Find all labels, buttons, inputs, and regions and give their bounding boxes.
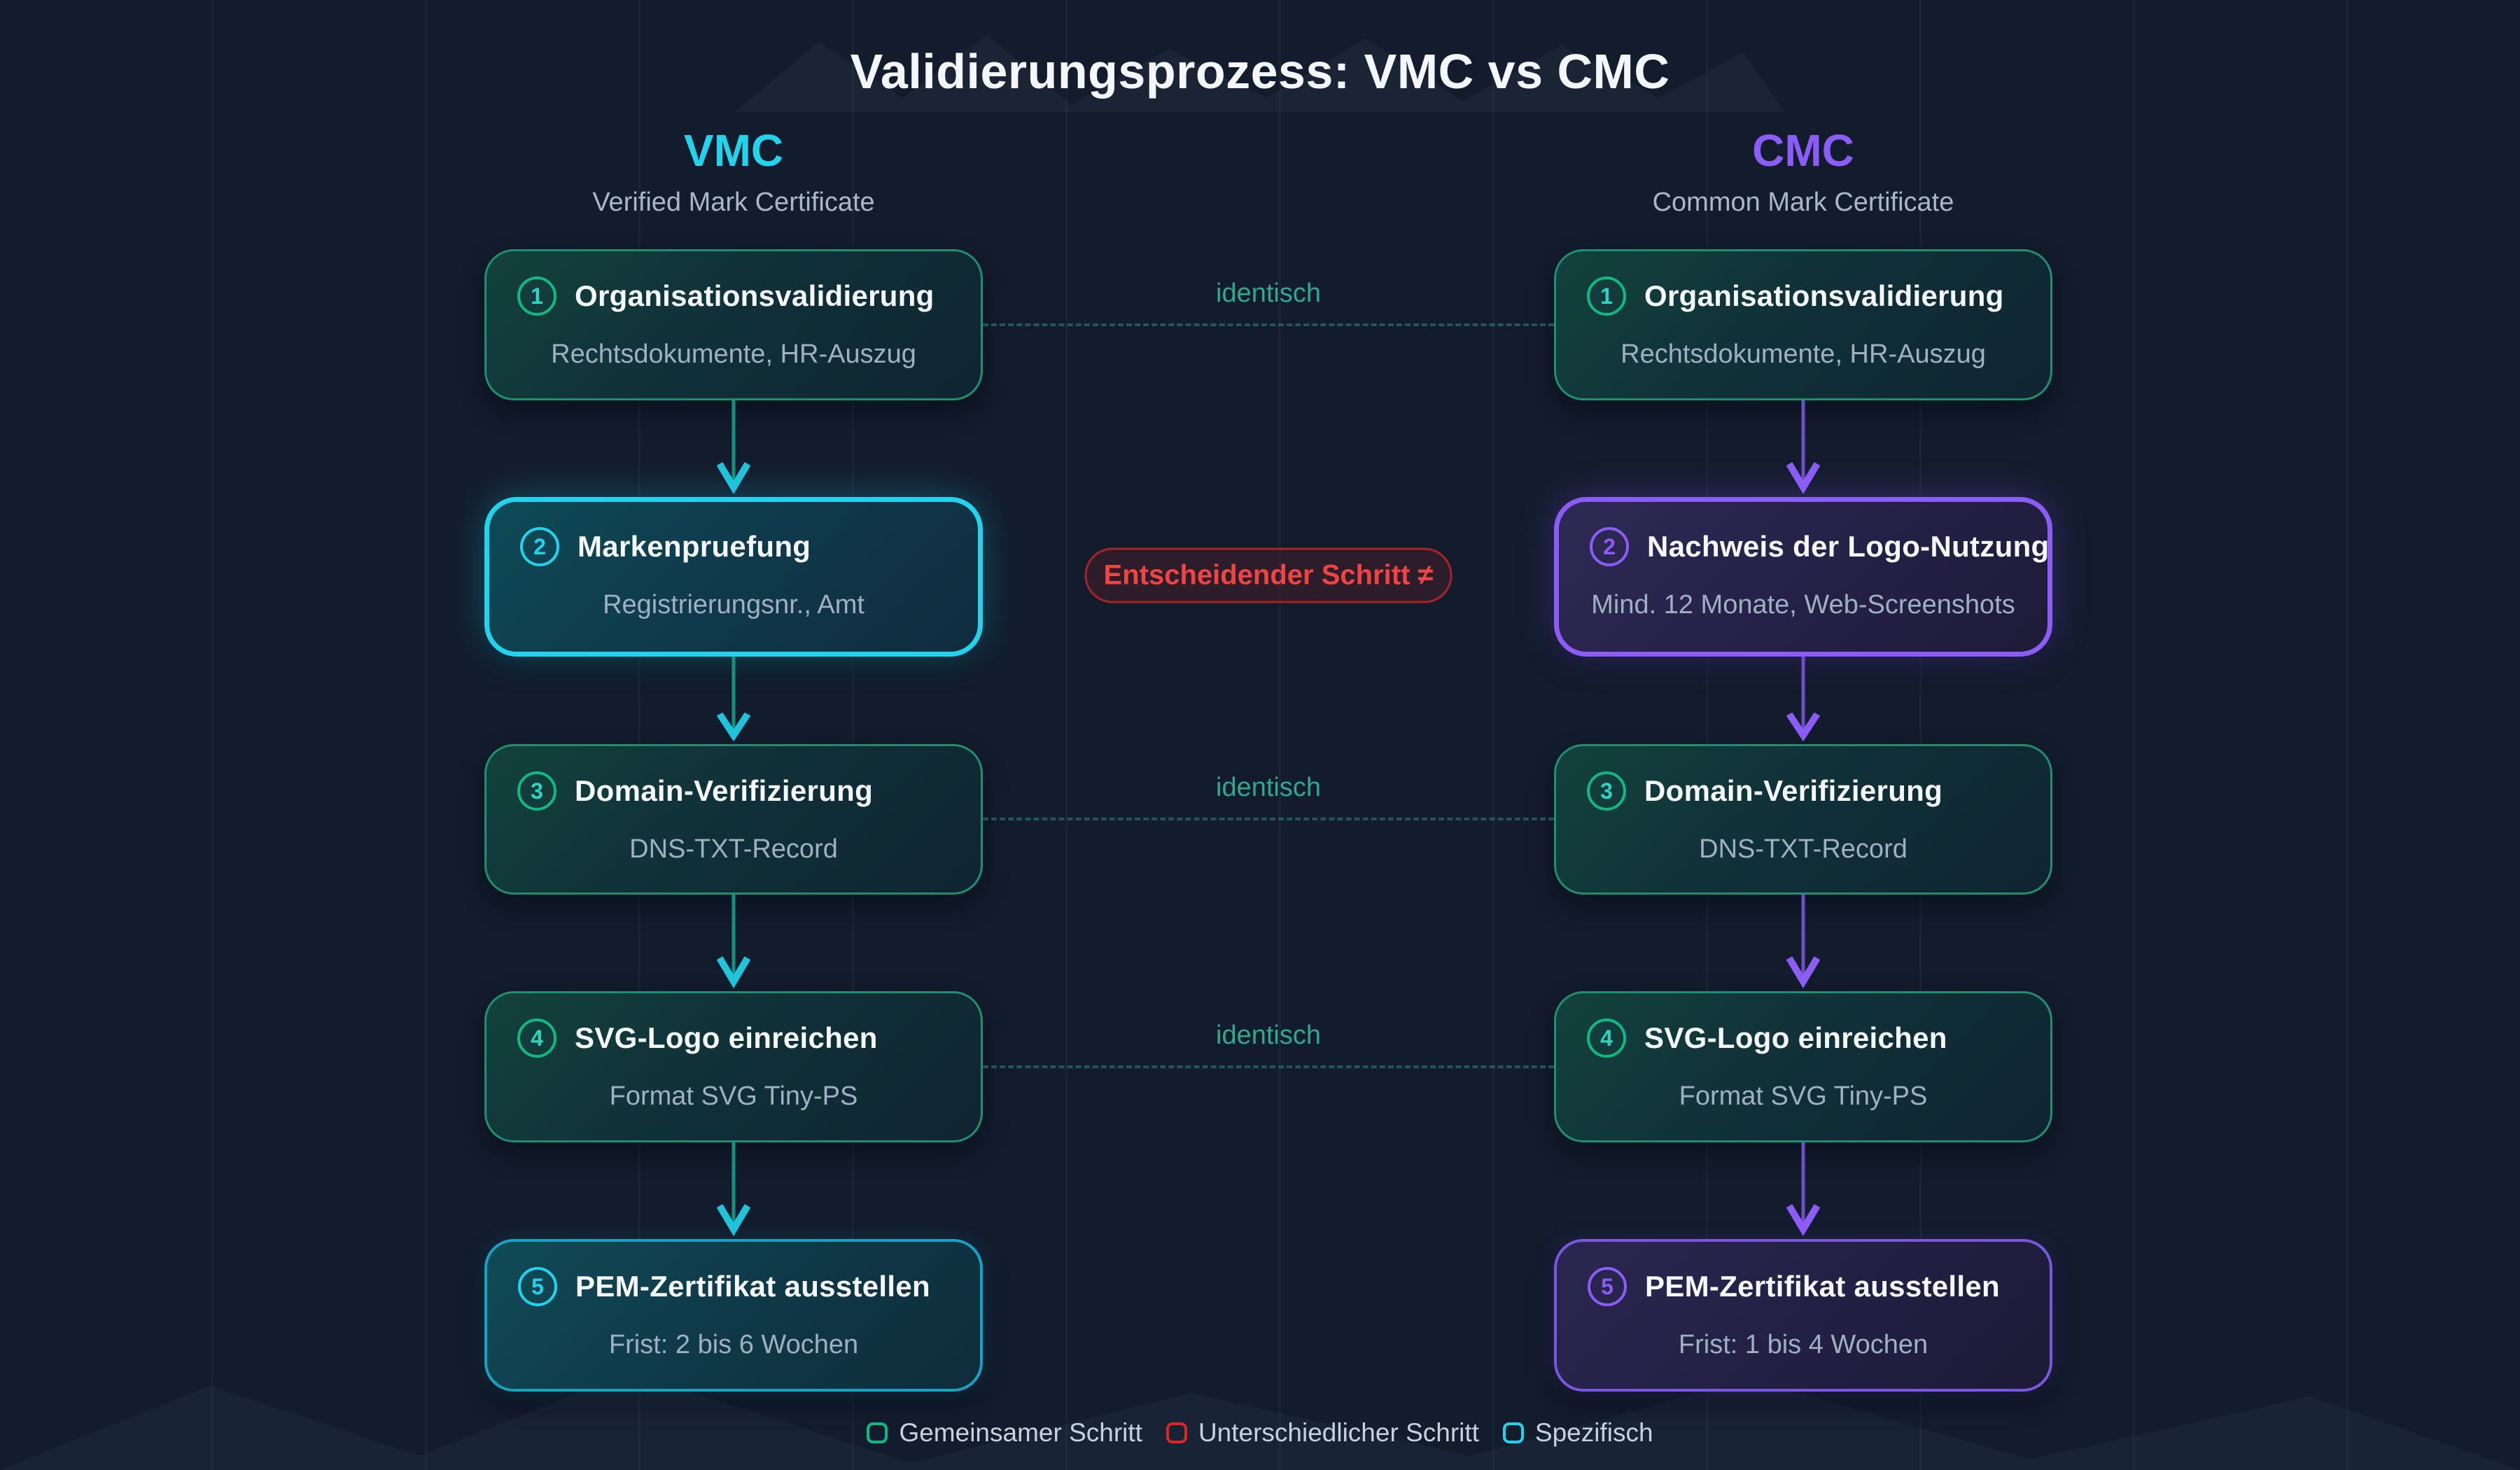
connector-label-row4: identisch <box>1216 1021 1321 1050</box>
step-title: PEM-Zertifikat ausstellen <box>1645 1270 2000 1303</box>
legend-item-different: Unterschiedlicher Schritt <box>1166 1418 1479 1448</box>
step-subtitle: Format SVG Tiny-PS <box>609 1082 858 1111</box>
step-subtitle: Rechtsdokumente, HR-Auszug <box>1620 340 1986 369</box>
vmc-step-3-box: 3 Domain-Verifizierung DNS-TXT-Record <box>484 744 983 895</box>
legend-item-shared: Gemeinsamer Schritt <box>867 1418 1142 1448</box>
arrow-down-icon <box>716 400 751 494</box>
legend-item-specific: Spezifisch <box>1502 1418 1653 1448</box>
cmc-step-2-box: 2 Nachweis der Logo-Nutzung Mind. 12 Mon… <box>1554 497 2052 657</box>
step-number-badge: 4 <box>1587 1018 1626 1058</box>
arrow-down-icon <box>1786 1142 1821 1236</box>
vmc-step-4-box: 4 SVG-Logo einreichen Format SVG Tiny-PS <box>484 991 983 1142</box>
vmc-name: Verified Mark Certificate <box>592 188 875 217</box>
cmc-step-3-box: 3 Domain-Verifizierung DNS-TXT-Record <box>1554 744 2052 895</box>
vmc-step-1-box: 1 Organisationsvalidierung Rechtsdokumen… <box>484 249 983 400</box>
step-title: Domain-Verifizierung <box>1644 774 1943 807</box>
connector-label-row3: identisch <box>1216 773 1321 802</box>
cmc-step-5-box: 5 PEM-Zertifikat ausstellen Frist: 1 bis… <box>1554 1239 2052 1392</box>
connector-line-row3 <box>983 818 1554 820</box>
mountain-deco-bottom <box>0 1372 2520 1470</box>
arrow-down-icon <box>716 1142 751 1236</box>
step-number-badge: 4 <box>517 1018 556 1058</box>
vmc-abbr: VMC <box>683 125 784 176</box>
column-header-vmc: VMC Verified Mark Certificate <box>484 125 983 218</box>
arrow-down-icon <box>716 657 751 742</box>
step-number-badge: 3 <box>1587 771 1626 811</box>
step-number-badge: 2 <box>520 527 559 566</box>
step-subtitle: Registrierungsnr., Amt <box>603 590 864 620</box>
page-title: Validierungsprozess: VMC vs CMC <box>850 44 1670 99</box>
different-step-swatch-icon <box>1166 1422 1187 1443</box>
step-subtitle: DNS-TXT-Record <box>629 834 838 864</box>
shared-step-swatch-icon <box>867 1422 888 1443</box>
vmc-step-2-box: 2 Markenpruefung Registrierungsnr., Amt <box>484 497 983 657</box>
step-title: Organisationsvalidierung <box>1644 279 2004 312</box>
step-subtitle: Rechtsdokumente, HR-Auszug <box>551 340 916 369</box>
step-title: Markenpruefung <box>578 530 811 563</box>
legend: Gemeinsamer Schritt Unterschiedlicher Sc… <box>0 1418 2520 1448</box>
step-subtitle: Frist: 1 bis 4 Wochen <box>1678 1330 1928 1359</box>
step-number-badge: 5 <box>1588 1267 1627 1306</box>
step-number-badge: 3 <box>517 771 556 811</box>
arrow-down-icon <box>1786 895 1821 988</box>
legend-label: Gemeinsamer Schritt <box>899 1418 1142 1447</box>
arrow-down-icon <box>1786 400 1821 494</box>
step-number-badge: 2 <box>1590 527 1629 566</box>
step-number-badge: 5 <box>518 1267 557 1306</box>
step-title: SVG-Logo einreichen <box>1644 1021 1947 1054</box>
step-subtitle: Format SVG Tiny-PS <box>1679 1082 1928 1111</box>
step-subtitle: Mind. 12 Monate, Web-Screenshots <box>1591 590 2015 620</box>
connector-line-row4 <box>983 1065 1554 1068</box>
connector-line-row1 <box>983 323 1554 326</box>
step-title: PEM-Zertifikat ausstellen <box>575 1270 930 1303</box>
step-number-badge: 1 <box>1587 276 1626 316</box>
step-subtitle: Frist: 2 bis 6 Wochen <box>608 1330 859 1359</box>
arrow-down-icon <box>716 895 751 988</box>
specific-step-swatch-icon <box>1502 1422 1524 1443</box>
critical-step-pill: Entscheidender Schritt ≠ <box>1084 547 1452 603</box>
column-header-cmc: CMC Common Mark Certificate <box>1554 125 2052 218</box>
step-title: SVG-Logo einreichen <box>575 1021 878 1054</box>
legend-label: Spezifisch <box>1534 1418 1653 1447</box>
legend-label: Unterschiedlicher Schritt <box>1198 1418 1479 1447</box>
vmc-step-5-box: 5 PEM-Zertifikat ausstellen Frist: 2 bis… <box>484 1239 983 1392</box>
step-title: Organisationsvalidierung <box>575 279 934 312</box>
step-title: Domain-Verifizierung <box>575 774 874 807</box>
cmc-step-1-box: 1 Organisationsvalidierung Rechtsdokumen… <box>1554 249 2052 400</box>
cmc-abbr: CMC <box>1752 125 1854 176</box>
arrow-down-icon <box>1786 657 1821 742</box>
step-subtitle: DNS-TXT-Record <box>1699 834 1907 864</box>
step-title: Nachweis der Logo-Nutzung <box>1647 530 2050 563</box>
cmc-name: Common Mark Certificate <box>1652 188 1954 217</box>
connector-label-row1: identisch <box>1216 279 1321 308</box>
step-number-badge: 1 <box>517 276 556 316</box>
cmc-step-4-box: 4 SVG-Logo einreichen Format SVG Tiny-PS <box>1554 991 2052 1142</box>
